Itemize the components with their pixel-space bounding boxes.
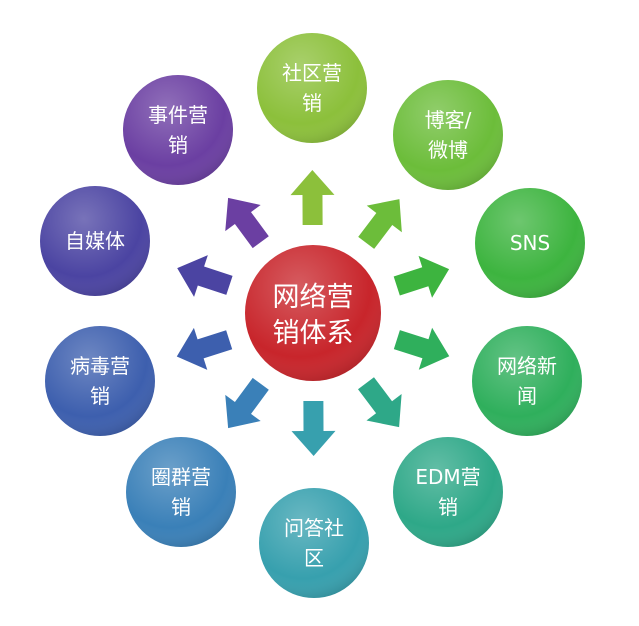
node-label: 销: [171, 495, 191, 519]
node-label: 销: [438, 495, 458, 519]
node-label: 销: [302, 91, 322, 115]
node-label: 微博: [428, 138, 468, 162]
outer-node: 博客/微博: [393, 80, 503, 190]
center-label-line-2: 销体系: [273, 318, 354, 349]
node-shade: [393, 437, 503, 547]
arrow-icon: [393, 255, 450, 298]
arrow-icon: [358, 199, 402, 249]
outer-node: 自媒体: [40, 186, 150, 296]
outer-node: SNS: [475, 188, 585, 298]
arrow-icon: [393, 327, 450, 370]
arrow-icon: [225, 197, 269, 249]
node-label: 事件营: [148, 103, 208, 127]
node-label: 圈群营: [151, 465, 211, 489]
arrow-icon: [177, 255, 233, 297]
node-label: 区: [304, 546, 324, 570]
node-label: 自媒体: [65, 229, 125, 253]
node-label: 博客/: [425, 108, 472, 132]
node-shade: [126, 437, 236, 547]
node-shade: [472, 326, 582, 436]
node-label: 问答社: [284, 516, 344, 540]
arrow-icon: [358, 377, 402, 428]
node-shade: [259, 488, 369, 598]
node-label: 社区营: [282, 61, 342, 85]
center-node: 网络营 销体系: [245, 245, 381, 381]
arrow-icon: [225, 377, 269, 429]
node-label: EDM营: [415, 465, 480, 489]
node-label: 销: [168, 133, 188, 157]
arrow-icon: [291, 400, 336, 456]
node-shade: [393, 80, 503, 190]
arrow-icon: [176, 327, 233, 370]
node-label: 闻: [517, 384, 537, 408]
node-label: 病毒营: [70, 354, 130, 378]
node-shade: [40, 186, 150, 296]
node-shade: [123, 75, 233, 185]
node-shade: [257, 33, 367, 143]
node-label: 销: [90, 384, 110, 408]
arrow-icon: [290, 170, 335, 226]
center-shade: [245, 245, 381, 381]
center-label-line-1: 网络营: [273, 282, 354, 313]
node-shade: [45, 326, 155, 436]
node-label: 网络新: [497, 354, 557, 378]
node-shade: [475, 188, 585, 298]
node-label: SNS: [510, 231, 550, 255]
